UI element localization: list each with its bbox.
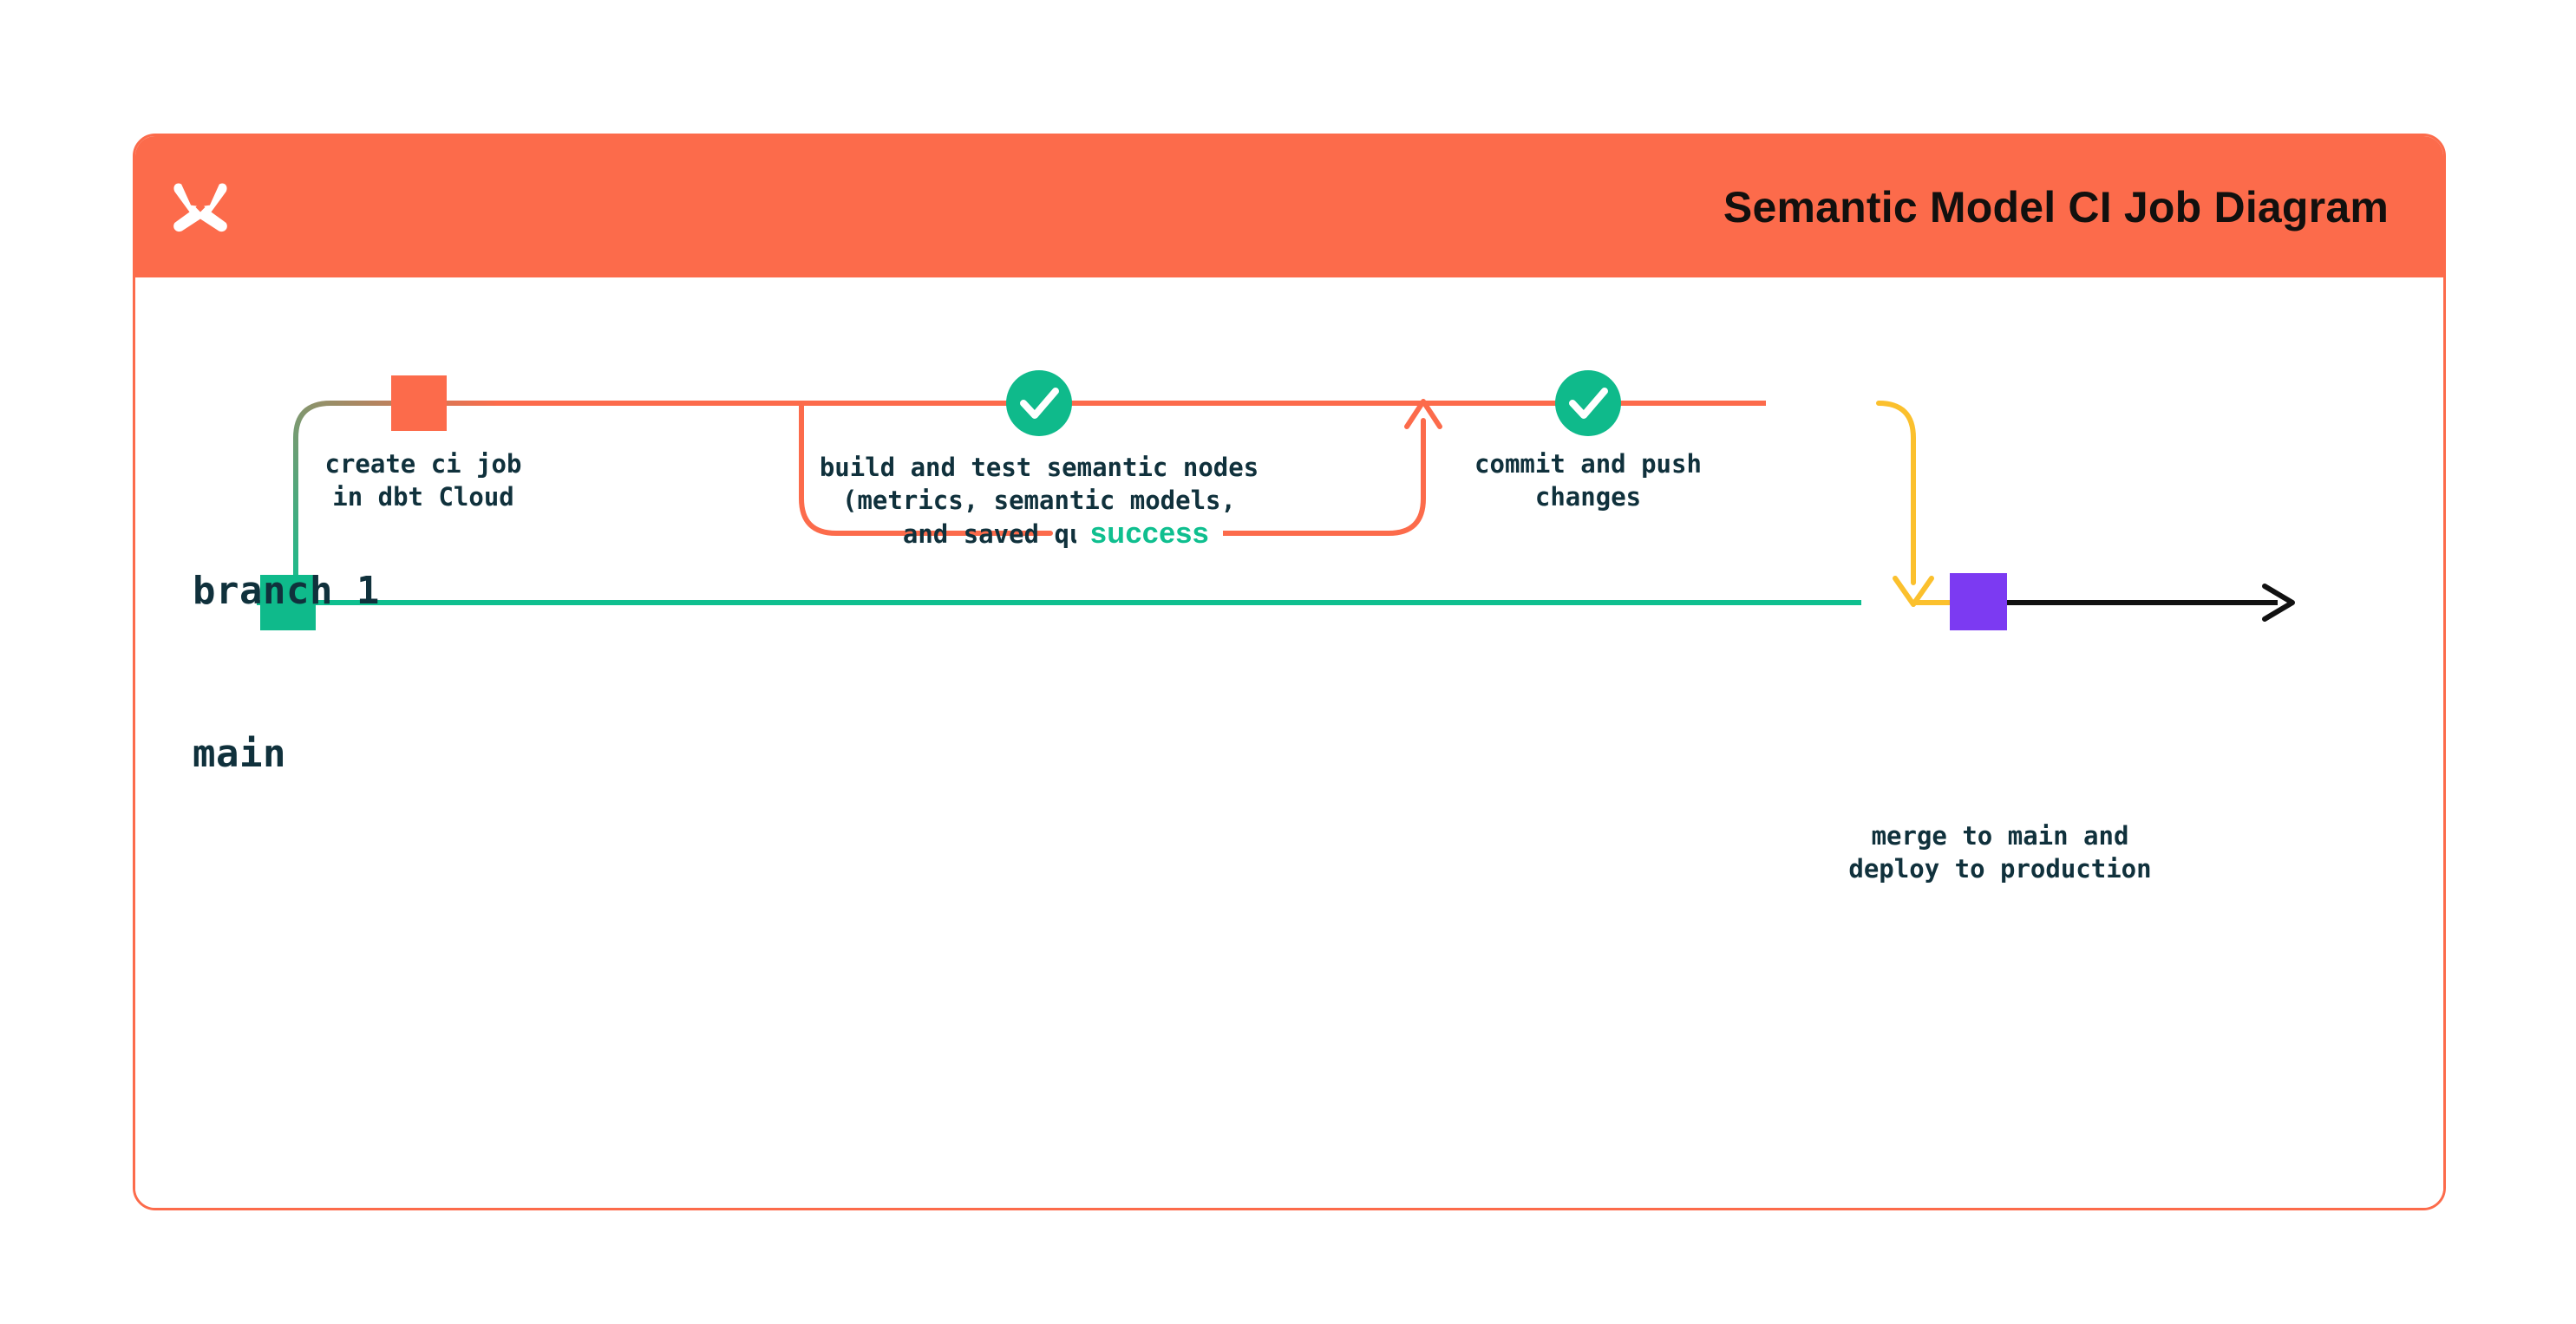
branch-label-branch-1: branch 1 bbox=[193, 569, 380, 613]
card-header: Semantic Model CI Job Diagram bbox=[135, 136, 2443, 277]
loop-status-success: success bbox=[1076, 517, 1224, 551]
merge-arrow-yellow bbox=[1876, 401, 1934, 607]
git-flow-svg bbox=[257, 370, 2295, 630]
production-arrow bbox=[2004, 584, 2295, 622]
commit-and-push-check-icon bbox=[1555, 370, 1621, 436]
card-body: branch 1 main create ci job in dbt Cloud… bbox=[135, 277, 2443, 1208]
merge-to-main-marker bbox=[1950, 573, 2007, 630]
branch-label-main: main bbox=[193, 732, 286, 776]
page-title: Semantic Model CI Job Diagram bbox=[1723, 182, 2389, 232]
diagram-card: Semantic Model CI Job Diagram bbox=[133, 134, 2446, 1210]
create-ci-job-marker bbox=[391, 375, 447, 431]
node-label-create-ci-job: create ci job in dbt Cloud bbox=[324, 449, 522, 512]
branch-1-line bbox=[293, 401, 1883, 605]
build-and-test-check-icon bbox=[1006, 370, 1072, 436]
node-label-merge-to-main: merge to main and deploy to production bbox=[1848, 821, 2152, 884]
main-branch-node-marker bbox=[260, 575, 316, 630]
build-test-loop bbox=[799, 399, 1442, 536]
dbt-logo-icon bbox=[173, 182, 227, 232]
node-label-commit-and-push: commit and push changes bbox=[1474, 449, 1702, 512]
